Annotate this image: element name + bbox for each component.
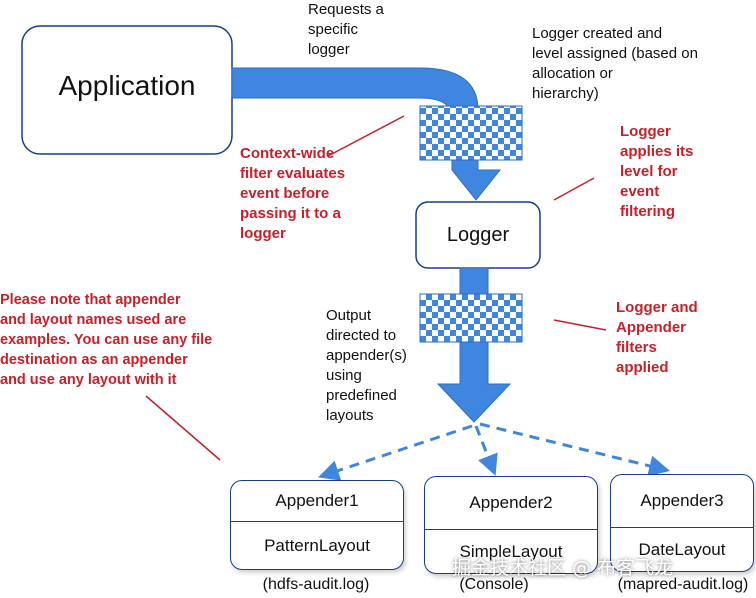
- appender2-box: Appender2 SimpleLayout: [424, 476, 598, 574]
- application-to-logger-arrow: [231, 67, 502, 201]
- context-filter-checker: [419, 105, 523, 161]
- appender3-layout: DateLayout: [638, 539, 726, 559]
- appender-filters-note: Logger and Appender filters applied: [616, 299, 698, 376]
- dashed-arrow-appender3: [479, 422, 671, 477]
- appender-filter-checker: [419, 293, 523, 343]
- context-filter-note: Context-wide filter evaluates event befo…: [240, 145, 346, 242]
- context-filter-pointer: [327, 115, 405, 157]
- disclaimer-note: Please note that appender and layout nam…: [0, 292, 213, 388]
- application-label: Application: [58, 70, 196, 101]
- appender1-file: (hdfs-audit.log): [262, 576, 370, 593]
- appender1-layout: PatternLayout: [264, 535, 370, 555]
- appender1-box: Appender1 PatternLayout: [230, 480, 404, 570]
- watermark: 掘金技术社区 @ 布客飞龙: [452, 557, 674, 579]
- appender2-name: Appender2: [425, 477, 597, 530]
- appender3-file: (mapred-audit.log): [617, 576, 749, 593]
- dashed-arrow-appender1: [318, 424, 473, 481]
- disclaimer-pointer: [145, 395, 221, 461]
- output-note: Output directed to appender(s) using pre…: [326, 307, 407, 424]
- appender2-layout: SimpleLayout: [459, 541, 563, 561]
- dashed-arrow-appender2: [474, 425, 498, 476]
- appender1-name: Appender1: [231, 481, 403, 522]
- appender-filters-pointer: [553, 319, 607, 331]
- appender3-name: Appender3: [611, 475, 753, 528]
- logger-to-appenders-arrow: [436, 267, 512, 423]
- appender3-box: Appender3 DateLayout: [610, 474, 754, 572]
- logger-level-note: Logger applies its level for event filte…: [620, 123, 694, 220]
- logger-level-pointer: [553, 177, 595, 201]
- logger-label: Logger: [446, 224, 510, 246]
- appender2-file: (Console): [459, 576, 529, 593]
- requests-note: Requests a specific logger: [308, 1, 384, 58]
- logger-created-note: Logger created and level assigned (based…: [532, 25, 698, 102]
